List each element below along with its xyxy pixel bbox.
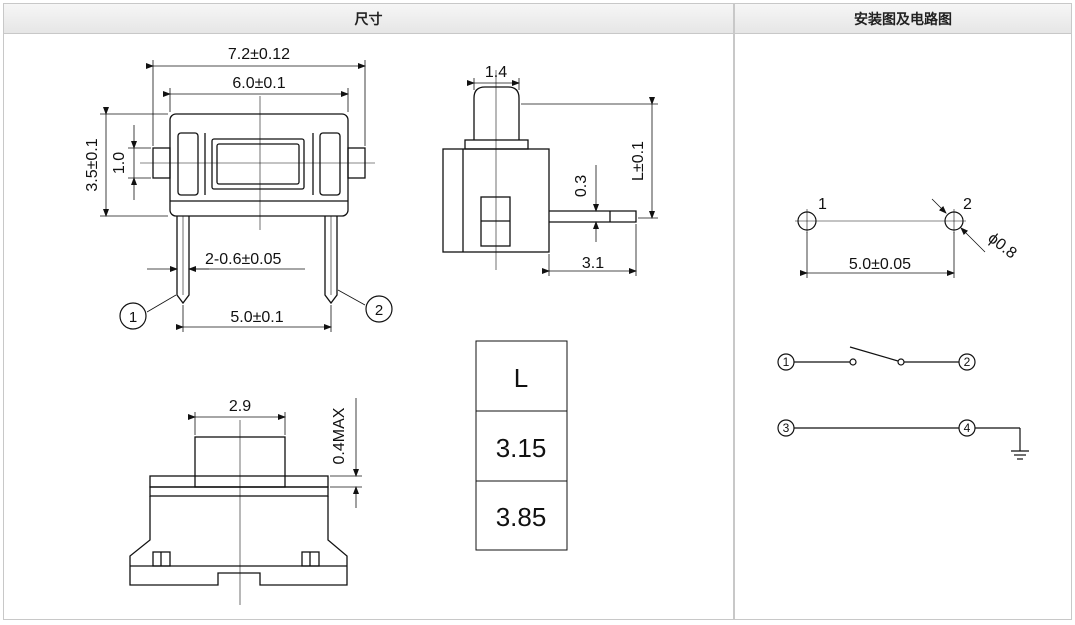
circuit-labels: 1 2 3 4 bbox=[783, 355, 971, 435]
pin2-label: 2 bbox=[375, 302, 383, 319]
dim-length: L±0.1 bbox=[630, 141, 647, 181]
installation-panel bbox=[734, 34, 1072, 620]
pcb-layout-labels: 1 2 5.0±0.05 ϕ0.8 bbox=[818, 196, 1020, 273]
terminal-2-label: 2 bbox=[964, 355, 971, 369]
terminal-3-label: 3 bbox=[783, 421, 790, 435]
side-view-labels: 1.4 L±0.1 0.3 3.1 bbox=[485, 64, 647, 272]
top-view-dimensions bbox=[100, 60, 366, 332]
dim-travel: 0.4MAX bbox=[331, 407, 348, 464]
dim-pin-length: 3.1 bbox=[582, 255, 604, 272]
l-table-header: L bbox=[514, 363, 528, 393]
pcb-hole-1-label: 1 bbox=[818, 196, 827, 213]
dim-pin-width: 2-0.6±0.05 bbox=[205, 251, 281, 268]
circuit-diagram bbox=[777, 346, 1029, 460]
front-view-labels: 2.9 0.4MAX bbox=[229, 398, 348, 464]
dim-actuator-width: 1.4 bbox=[485, 64, 507, 81]
dim-height: 3.5±0.1 bbox=[84, 138, 101, 191]
actuator-window bbox=[211, 138, 305, 190]
terminal-4-label: 4 bbox=[964, 421, 971, 435]
l-table-row: 3.85 bbox=[496, 502, 547, 532]
side-view bbox=[442, 70, 637, 270]
top-view bbox=[140, 96, 375, 305]
dim-body-width: 6.0±0.1 bbox=[232, 75, 285, 92]
dim-post-height: 1.0 bbox=[111, 152, 128, 174]
pin1-label: 1 bbox=[129, 309, 137, 326]
dimensions-header: 尺寸 bbox=[3, 3, 734, 34]
top-view-labels: 7.2±0.12 6.0±0.1 3.5±0.1 1.0 2-0.6±0.05 … bbox=[84, 46, 393, 330]
side-view-dimensions bbox=[467, 78, 658, 276]
pin-2 bbox=[324, 216, 338, 305]
ground-icon bbox=[1011, 450, 1029, 460]
switch-lever bbox=[849, 346, 899, 362]
installation-header: 安装图及电路图 bbox=[734, 3, 1072, 34]
dim-pin-pitch: 5.0±0.1 bbox=[230, 309, 283, 326]
front-view-dimensions bbox=[188, 398, 362, 508]
dim-pin-thickness: 0.3 bbox=[573, 175, 590, 197]
front-view bbox=[129, 420, 348, 605]
terminal-2 bbox=[958, 353, 976, 371]
dim-pcb-pitch: 5.0±0.05 bbox=[849, 256, 911, 273]
dimensions-panel bbox=[3, 34, 734, 620]
dim-overall-width: 7.2±0.12 bbox=[228, 46, 290, 63]
dim-hole-diameter: ϕ0.8 bbox=[985, 230, 1020, 263]
pcb-hole-2-label: 2 bbox=[963, 196, 972, 213]
terminal-1-label: 1 bbox=[783, 355, 790, 369]
l-table: L 3.15 3.85 bbox=[475, 340, 568, 551]
dim-front-actuator-width: 2.9 bbox=[229, 398, 251, 415]
pcb-layout bbox=[795, 198, 986, 278]
l-table-row: 3.15 bbox=[496, 433, 547, 463]
